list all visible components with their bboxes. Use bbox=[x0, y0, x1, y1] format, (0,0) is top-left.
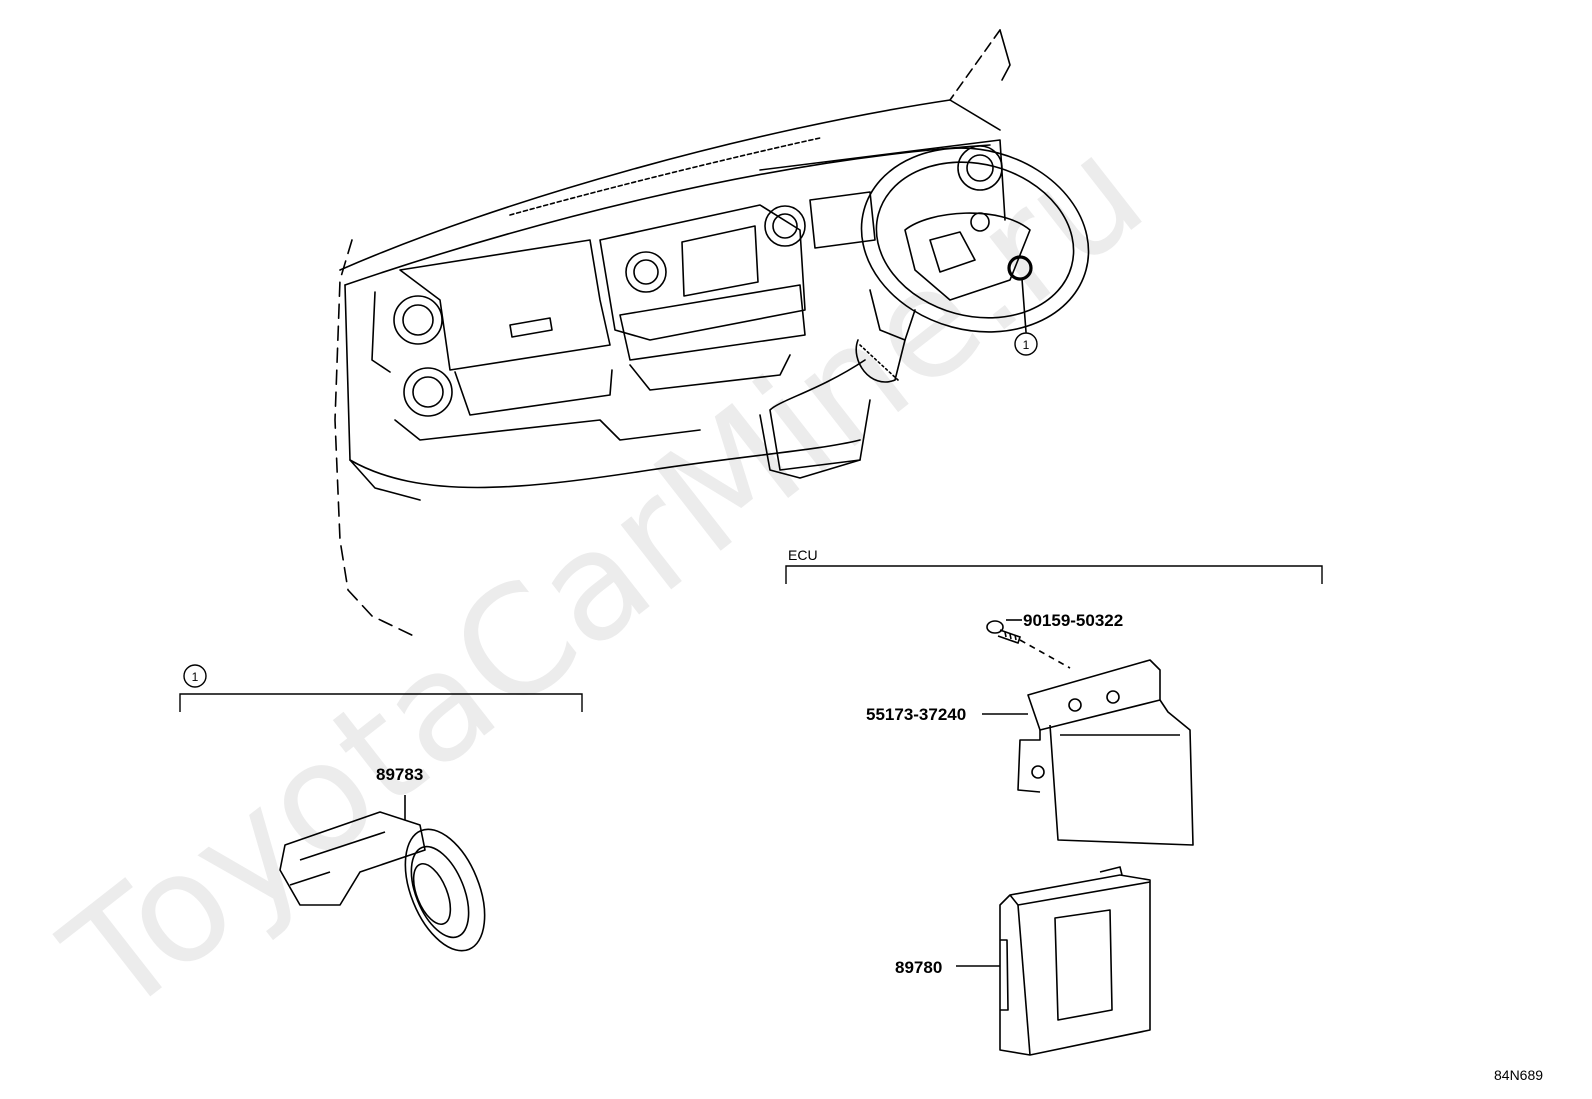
part-label-bracket: 55173-37240 bbox=[866, 705, 966, 724]
ref1-group-callout: 1 bbox=[183, 664, 207, 688]
ecu-group-bracket bbox=[785, 565, 1323, 584]
ref1-group-bracket bbox=[179, 693, 583, 712]
dashboard-illustration bbox=[334, 29, 1090, 639]
ecu-group-label: ECU bbox=[788, 547, 818, 563]
ref1-group-number: 1 bbox=[192, 670, 199, 684]
part-label-screw: 90159-50322 bbox=[1023, 611, 1123, 630]
diagram-code: 84N689 bbox=[1494, 1067, 1543, 1083]
part-label-ecu: 89780 bbox=[895, 958, 942, 977]
part-label-sensor: 89783 bbox=[376, 765, 423, 784]
bracket-drawing bbox=[982, 659, 1194, 846]
ecu-box-drawing bbox=[956, 866, 1151, 1056]
screw-drawing bbox=[986, 619, 1071, 669]
steering-callout-1: 1 bbox=[1014, 332, 1038, 356]
watermark-text: ToyotaCarMine.ru bbox=[34, 104, 1175, 1048]
sensor-drawing bbox=[279, 795, 486, 952]
steering-callout-number: 1 bbox=[1023, 338, 1030, 352]
